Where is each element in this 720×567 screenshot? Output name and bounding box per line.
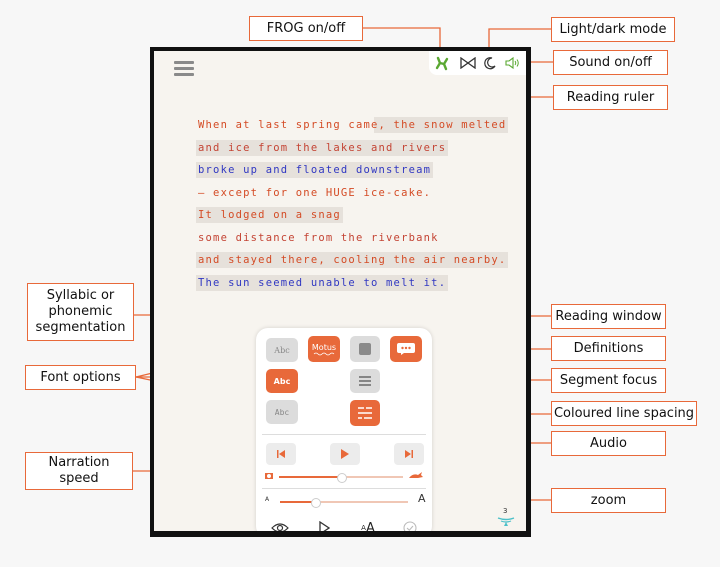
zoom-large-label: A — [418, 492, 426, 505]
reading-line: some distance from the riverbank — [196, 229, 508, 252]
reading-line-text: When at last spring came, the snow melte… — [196, 117, 509, 133]
definitions-icon — [397, 343, 415, 355]
segment-focus-button[interactable] — [350, 369, 380, 393]
reading-line-text: and stayed there, cooling the air nearby… — [196, 252, 509, 268]
definitions-button[interactable] — [390, 336, 422, 362]
callout-zoom: zoom — [551, 488, 666, 513]
segment-focus-icon — [359, 376, 371, 386]
text-size-large: A — [365, 520, 375, 532]
skip-back-button[interactable] — [266, 443, 296, 465]
reading-line-text: some distance from the riverbank — [198, 231, 439, 244]
callout-font-options: Font options — [25, 365, 136, 390]
callout-syllabic: Syllabic or phonemic segmentation — [27, 283, 134, 341]
font-option-button-1[interactable]: Abc — [266, 338, 298, 362]
check-icon[interactable] — [400, 520, 420, 531]
play-outline-icon[interactable] — [314, 520, 334, 531]
reading-line-text: The sun seemed unable to melt it. — [196, 274, 449, 291]
tablet-device: When at last spring came, the snow melte… — [150, 47, 531, 537]
ice-cake-counter[interactable]: 3 — [494, 507, 518, 529]
moon-icon[interactable] — [482, 55, 498, 71]
callout-audio: Audio — [551, 431, 666, 456]
reading-text: When at last spring came, the snow melte… — [196, 116, 509, 297]
zoom-small-label: A — [265, 496, 270, 503]
font-option-button-3[interactable]: Abc — [266, 400, 298, 424]
reading-line: and ice from the lakes and rivers — [196, 139, 508, 162]
zoom-fill — [280, 501, 315, 503]
line-spacing-icon — [358, 407, 372, 419]
zoom-slider[interactable] — [280, 498, 408, 508]
ice-cake-icon — [497, 517, 515, 526]
reading-line: It lodged on a snag — [196, 206, 508, 229]
font-option-button-2[interactable]: Abc — [266, 369, 298, 393]
skip-back-icon — [277, 450, 285, 458]
snail-icon — [265, 473, 273, 479]
skip-forward-icon — [405, 450, 413, 458]
narration-speed-slider[interactable] — [279, 473, 403, 483]
motus-label: Motus — [311, 342, 337, 352]
reading-line: The sun seemed unable to melt it. — [196, 274, 508, 297]
text-size-small: A — [361, 524, 366, 531]
reading-line: When at last spring came, the snow melte… — [196, 116, 509, 139]
reading-ruler-icon[interactable] — [460, 55, 476, 71]
play-icon — [341, 449, 349, 459]
play-button[interactable] — [330, 443, 360, 465]
reading-line: broke up and floated downstream — [196, 161, 508, 184]
callout-sound: Sound on/off — [553, 50, 668, 75]
reading-line: – except for one HUGE ice-cake. — [196, 184, 508, 207]
eye-icon[interactable] — [270, 520, 290, 531]
narration-speed-knob[interactable] — [337, 473, 347, 483]
coloured-line-spacing-button[interactable] — [350, 400, 380, 426]
settings-panel: Abc Motus Abc Abc — [256, 328, 432, 531]
callout-coloured-line-spacing: Coloured line spacing — [551, 401, 697, 426]
callout-segment-focus: Segment focus — [551, 368, 666, 393]
hare-icon — [409, 472, 423, 478]
reading-window-icon — [359, 343, 371, 355]
app-screen: When at last spring came, the snow melte… — [154, 51, 526, 531]
menu-icon[interactable] — [174, 61, 194, 77]
counter-value: 3 — [503, 507, 508, 515]
reading-window-button[interactable] — [350, 336, 380, 362]
callout-narration-speed: Narration speed — [25, 452, 133, 490]
callout-reading-ruler: Reading ruler — [553, 85, 668, 110]
zoom-knob[interactable] — [310, 498, 321, 508]
speaker-icon[interactable] — [504, 55, 520, 71]
frog-icon[interactable] — [434, 55, 450, 71]
panel-separator — [262, 488, 426, 489]
reading-line: and stayed there, cooling the air nearby… — [196, 251, 509, 274]
motus-segmentation-button[interactable]: Motus — [308, 336, 340, 362]
top-toolbar — [429, 51, 526, 75]
narration-speed-fill — [279, 476, 341, 478]
skip-forward-button[interactable] — [394, 443, 424, 465]
reading-line-text: broke up and floated downstream — [196, 162, 434, 178]
callout-light-dark-mode: Light/dark mode — [551, 17, 675, 42]
callout-reading-window: Reading window — [551, 304, 666, 329]
callout-frog: FROG on/off — [249, 16, 363, 41]
callout-definitions: Definitions — [551, 336, 666, 361]
reading-line-text: and ice from the lakes and rivers — [196, 139, 449, 156]
reading-line-text: – except for one HUGE ice-cake. — [198, 186, 432, 199]
reading-line-text: It lodged on a snag — [196, 207, 343, 223]
panel-separator — [262, 434, 426, 435]
